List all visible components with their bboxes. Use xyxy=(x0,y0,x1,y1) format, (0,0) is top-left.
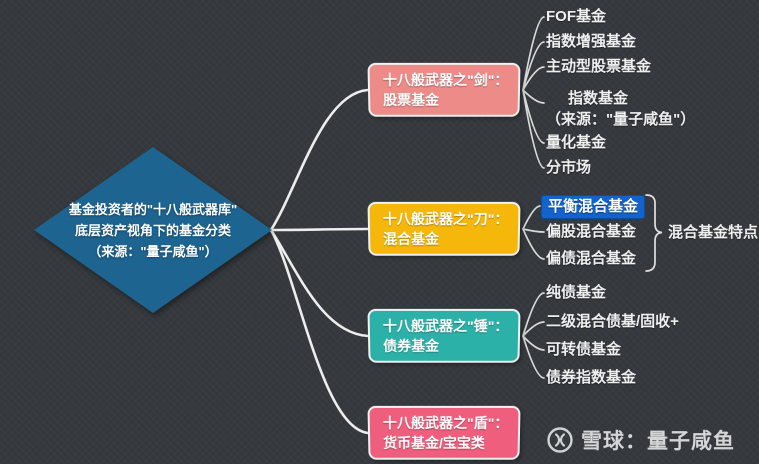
leaf-node-equity-biased-mixed[interactable]: 偏股混合基金 xyxy=(546,223,637,240)
branch-curves xyxy=(269,88,370,435)
branch-label-line1: 十八般武器之"锤"： xyxy=(382,317,509,335)
branch-label-line2: 货币基金/宝宝类 xyxy=(383,434,485,451)
watermark: 雪球：量子咸鱼 xyxy=(546,425,735,455)
branch-label-line1: 十八般武器之"刀"： xyxy=(382,210,509,228)
mixed-fund-features-label: 混合基金特点 xyxy=(668,224,759,241)
branch-node-stock-funds[interactable]: 十八般武器之"剑"： 股票基金 xyxy=(367,62,521,117)
branch-label-line1: 十八般武器之"剑"： xyxy=(382,71,509,89)
branch-label-line2: 股票基金 xyxy=(383,91,440,108)
leaf-node-bond-biased-mixed[interactable]: 偏债混合基金 xyxy=(546,250,637,267)
leaf-node-quant[interactable]: 量化基金 xyxy=(546,134,607,151)
branch-label-line1: 十八般武器之"盾"： xyxy=(382,414,509,432)
root-line2: 底层资产视角下的基金分类 xyxy=(74,222,231,238)
leaf-node-convertible-bond[interactable]: 可转债基金 xyxy=(546,341,622,358)
leaf-node-secondary-mixed-bond[interactable]: 二级混合债基/固收+ xyxy=(546,313,679,330)
branch-label-line2: 债券基金 xyxy=(383,337,440,354)
branch-node-mixed-funds[interactable]: 十八般武器之"刀"： 混合基金 xyxy=(367,201,521,256)
leaf-node-active-stock[interactable]: 主动型股票基金 xyxy=(546,58,652,75)
leaf-node-balanced-mixed-selected[interactable]: 平衡混合基金 xyxy=(541,195,646,219)
leaf-node-fof[interactable]: FOF基金 xyxy=(546,8,606,25)
leaf-node-bond-index[interactable]: 债券指数基金 xyxy=(546,369,637,386)
leaf-node-pure-bond[interactable]: 纯债基金 xyxy=(546,284,607,301)
leaf-connectors xyxy=(522,16,545,379)
root-line1: 基金投资者的"十八般武器库" xyxy=(68,201,238,217)
root-node-text: 基金投资者的"十八般武器库" 底层资产视角下的基金分类 （来源："量子咸鱼"） xyxy=(34,147,272,313)
leaf-line2: （来源："量子咸鱼"） xyxy=(546,111,696,128)
branch-node-money-funds[interactable]: 十八般武器之"盾"： 货币基金/宝宝类 xyxy=(367,405,521,460)
branch-node-bond-funds[interactable]: 十八般武器之"锤"： 债券基金 xyxy=(367,308,521,363)
root-node[interactable]: 基金投资者的"十八般武器库" 底层资产视角下的基金分类 （来源："量子咸鱼"） xyxy=(34,147,272,313)
root-line3: （来源："量子咸鱼"） xyxy=(88,243,218,259)
xueqiu-logo-icon xyxy=(547,427,573,453)
leaf-node-sub-market[interactable]: 分市场 xyxy=(546,159,592,176)
branch-label-line2: 混合基金 xyxy=(383,230,440,247)
leaf-line1: 指数基金 xyxy=(568,90,629,107)
brace-icon xyxy=(645,194,663,272)
watermark-text: 雪球：量子咸鱼 xyxy=(581,430,735,453)
leaf-node-index-enhanced[interactable]: 指数增强基金 xyxy=(546,33,637,50)
leaf-node-index-fund[interactable]: 指数基金 （来源："量子咸鱼"） xyxy=(546,88,695,130)
